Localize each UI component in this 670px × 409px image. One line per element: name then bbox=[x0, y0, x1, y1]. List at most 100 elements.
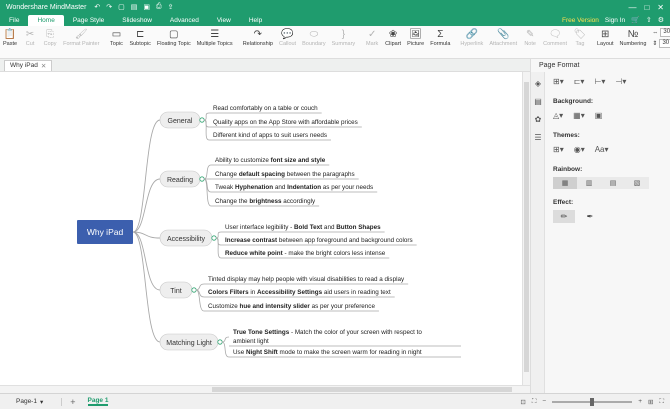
floating-topic-button[interactable]: ▢Floating Topic bbox=[154, 28, 194, 47]
subtopic-text[interactable]: Reduce white point - make the bright col… bbox=[225, 250, 386, 257]
background-texture-icon[interactable]: ▦▾ bbox=[573, 111, 585, 120]
close-tab-icon[interactable]: ✕ bbox=[40, 62, 47, 70]
full-view-icon[interactable]: ⛶ bbox=[659, 397, 664, 405]
outline-icon[interactable]: ☰ bbox=[534, 132, 542, 142]
cut-button[interactable]: ✂Cut bbox=[20, 28, 40, 47]
horizontal-scrollbar[interactable] bbox=[0, 385, 530, 393]
collapse-toggle-icon[interactable] bbox=[199, 176, 205, 182]
line-style-icon[interactable]: ⊣▾ bbox=[615, 77, 627, 86]
vertical-scroll-thumb[interactable] bbox=[524, 82, 529, 372]
maximize-button[interactable]: □ bbox=[644, 2, 650, 12]
subtopic-text[interactable]: Customize hue and intensity slider as pe… bbox=[208, 303, 375, 310]
layout-button[interactable]: ⊞Layout bbox=[594, 28, 617, 47]
subtopic-text[interactable]: User interface legibility - Bold Text an… bbox=[225, 224, 381, 231]
hyperlink-button[interactable]: 🔗Hyperlink bbox=[457, 28, 486, 47]
rainbow-option-3[interactable]: ▤ bbox=[609, 180, 617, 187]
menu-page-style[interactable]: Page Style bbox=[72, 17, 105, 24]
attachment-button[interactable]: 📎Attachment bbox=[486, 28, 520, 47]
note-button[interactable]: ✎Note bbox=[520, 28, 540, 47]
tag-button[interactable]: 🏷Tag bbox=[570, 28, 590, 47]
menu-view[interactable]: View bbox=[216, 17, 231, 24]
spacing-input[interactable]: 30 bbox=[660, 28, 670, 37]
menu-file[interactable]: File bbox=[9, 17, 20, 24]
background-image-icon[interactable]: ▣ bbox=[594, 111, 603, 120]
subtopic-button[interactable]: ⊏Subtopic bbox=[126, 28, 153, 47]
subtopic-text[interactable]: Colors Filters in Accessibility Settings… bbox=[208, 289, 391, 296]
effect-sketch-icon[interactable]: ✒ bbox=[586, 212, 594, 221]
menu-slideshow[interactable]: Slideshow bbox=[122, 17, 152, 24]
zoom-in-button[interactable]: + bbox=[638, 398, 642, 405]
callout-button[interactable]: 💬Callout bbox=[276, 28, 299, 47]
sign-in-link[interactable]: Sign In bbox=[604, 16, 626, 24]
picture-button[interactable]: 🖼Picture bbox=[404, 28, 427, 47]
settings-icon[interactable]: ⚙ bbox=[657, 17, 664, 24]
new-file-icon[interactable]: ▢ bbox=[118, 4, 125, 11]
map-layout-icon[interactable]: ⊞▾ bbox=[553, 77, 564, 86]
collapse-toggle-icon[interactable] bbox=[217, 339, 223, 345]
connector-style-icon[interactable]: ⊢▾ bbox=[594, 77, 606, 86]
cart-icon[interactable]: 🛒 bbox=[631, 17, 640, 24]
central-topic[interactable] bbox=[77, 220, 133, 244]
topic-button[interactable]: ▭Topic bbox=[106, 28, 126, 47]
subtopic-text[interactable]: Different kind of apps to suit users nee… bbox=[213, 132, 327, 139]
vertical-scrollbar[interactable] bbox=[522, 72, 530, 385]
style-icon[interactable]: ▤ bbox=[534, 96, 542, 106]
subtopic-text[interactable]: Use Night Shift mode to make the screen … bbox=[233, 349, 422, 356]
subtopic-text[interactable]: True Tone Settings - Match the color of … bbox=[233, 329, 422, 336]
boundary-button[interactable]: ⬭Boundary bbox=[299, 28, 329, 47]
subtopic-text[interactable]: Read comfortably on a table or couch bbox=[213, 105, 318, 112]
spacing-input[interactable]: 30 bbox=[659, 39, 670, 48]
format-painter-button[interactable]: 🖌Format Painter bbox=[60, 28, 102, 47]
paste-button[interactable]: 📋Paste bbox=[0, 28, 20, 47]
page-format-icon[interactable]: ◈ bbox=[534, 78, 542, 88]
free-version-link[interactable]: Free Version bbox=[562, 16, 599, 24]
rainbow-option-1[interactable]: ▦ bbox=[553, 177, 577, 189]
subtopic-text[interactable]: Increase contrast between app foreground… bbox=[225, 237, 413, 244]
horizontal-scroll-thumb[interactable] bbox=[212, 387, 512, 392]
page-selector[interactable]: Page-1 ▾ bbox=[16, 397, 63, 406]
collapse-toggle-icon[interactable] bbox=[199, 117, 205, 123]
rainbow-option-4[interactable]: ▧ bbox=[633, 180, 641, 187]
clipart-button[interactable]: ❀Clipart bbox=[382, 28, 404, 47]
fill-bucket-icon[interactable]: ◬▾ bbox=[553, 111, 564, 120]
relationship-button[interactable]: ↷Relationship bbox=[240, 28, 276, 47]
close-button[interactable]: ✕ bbox=[657, 2, 664, 12]
menu-home[interactable]: Home bbox=[28, 15, 64, 26]
branch-style-icon[interactable]: ⊏▾ bbox=[573, 77, 585, 86]
add-page-button[interactable]: + bbox=[70, 396, 76, 407]
rainbow-option-2[interactable]: ▥ bbox=[585, 180, 593, 187]
effect-pen-icon[interactable]: ✏ bbox=[553, 210, 575, 223]
undo-icon[interactable]: ↶ bbox=[94, 4, 101, 11]
full-screen-icon[interactable]: ⛶ bbox=[531, 397, 537, 405]
page-tab[interactable]: Page 1 bbox=[87, 397, 109, 406]
theme-color-icon[interactable]: ◉▾ bbox=[573, 145, 585, 154]
subtopic-text[interactable]: Change default spacing between the parag… bbox=[215, 171, 355, 178]
redo-icon[interactable]: ↷ bbox=[106, 4, 113, 11]
document-tab[interactable]: Why iPad ✕ bbox=[4, 59, 53, 71]
zoom-slider[interactable] bbox=[552, 397, 633, 406]
copy-button[interactable]: ⎘Copy bbox=[40, 28, 60, 47]
multiple-topics-button[interactable]: ☰Multiple Topics bbox=[194, 28, 236, 47]
subtopic-text[interactable]: Tweak Hyphenation and Indentation as per… bbox=[215, 184, 373, 191]
print-icon[interactable]: ⎙ bbox=[156, 3, 162, 10]
zoom-out-button[interactable]: − bbox=[542, 398, 547, 405]
fit-page-icon[interactable]: ⊡ bbox=[520, 398, 526, 406]
zoom-slider-knob[interactable] bbox=[590, 397, 595, 406]
theme-grid-icon[interactable]: ⊞▾ bbox=[553, 145, 564, 154]
icon-library-icon[interactable]: ✿ bbox=[534, 114, 542, 124]
collapse-toggle-icon[interactable] bbox=[191, 287, 197, 293]
theme-font-icon[interactable]: Aa▾ bbox=[594, 145, 609, 154]
summary-button[interactable]: }Summary bbox=[329, 28, 359, 47]
menu-advanced[interactable]: Advanced bbox=[169, 17, 199, 24]
comment-button[interactable]: 🗨Comment bbox=[540, 28, 570, 47]
open-folder-icon[interactable]: ▤ bbox=[130, 4, 138, 11]
zoom-fit-icon[interactable]: ⊞ bbox=[647, 398, 654, 406]
subtopic-text[interactable]: Quality apps on the App Store with affor… bbox=[213, 119, 358, 126]
mark-button[interactable]: ✓Mark bbox=[362, 28, 382, 47]
subtopic-text[interactable]: Tinted display may help people with visu… bbox=[208, 276, 405, 283]
share-icon[interactable]: ⇧ bbox=[645, 17, 652, 24]
subtopic-text[interactable]: Ability to customize font size and style bbox=[215, 157, 326, 164]
minimize-button[interactable]: — bbox=[628, 2, 637, 12]
